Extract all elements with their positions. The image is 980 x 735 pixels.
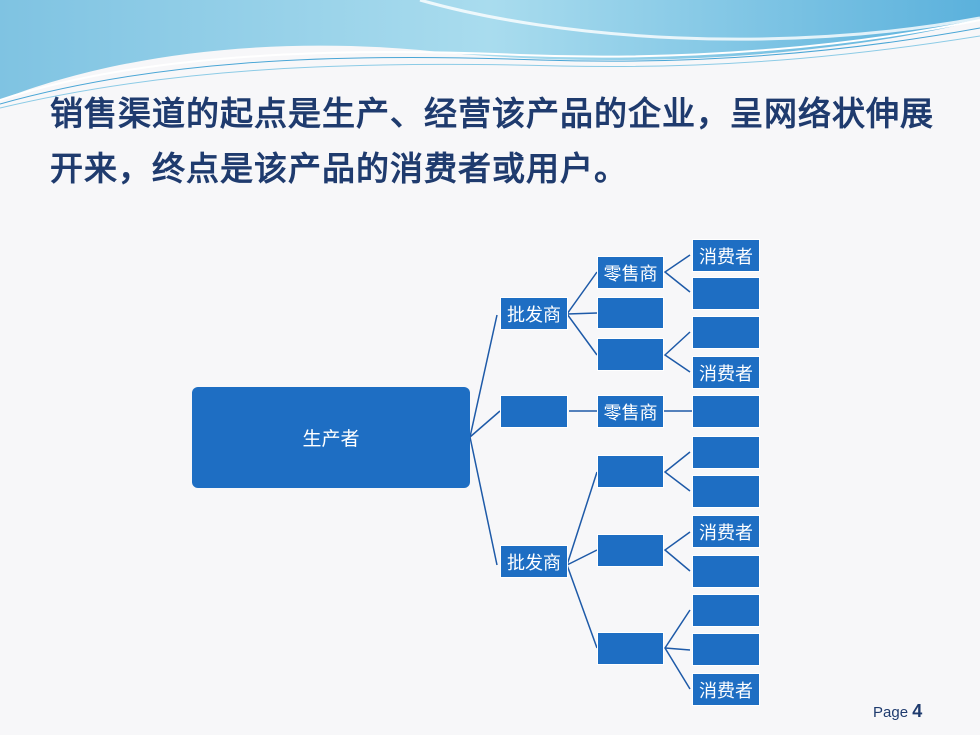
slide-title: 销售渠道的起点是生产、经营该产品的企业，呈网络状伸展开来，终点是该产品的消费者或… [50, 94, 934, 188]
blank-node [692, 594, 760, 627]
consumer-node-4: 消费者 [692, 673, 760, 706]
blank-node [692, 316, 760, 349]
blank-node [692, 395, 760, 428]
blank-node [597, 455, 664, 488]
blank-node [597, 632, 664, 665]
page-footer: Page 4 [873, 701, 922, 722]
retailer-node-1: 零售商 [597, 256, 664, 289]
blank-node [692, 475, 760, 508]
consumer-node-3: 消费者 [692, 515, 760, 548]
producer-node: 生产者 [192, 387, 470, 488]
page-number: 4 [912, 701, 923, 721]
consumer-node-2: 消费者 [692, 356, 760, 389]
blank-node [597, 338, 664, 371]
blank-node [692, 633, 760, 666]
blank-node [597, 534, 664, 567]
blank-node [692, 555, 760, 588]
retailer-node-2: 零售商 [597, 395, 664, 428]
header-wave-decoration [0, 0, 980, 109]
channel-node-blank [500, 395, 568, 428]
blank-node [692, 436, 760, 469]
page-label: Page [873, 704, 909, 721]
wholesaler-node-2: 批发商 [500, 545, 568, 578]
blank-node [597, 297, 664, 329]
blank-node [692, 277, 760, 310]
consumer-node-1: 消费者 [692, 239, 760, 272]
wholesaler-node-1: 批发商 [500, 297, 568, 330]
